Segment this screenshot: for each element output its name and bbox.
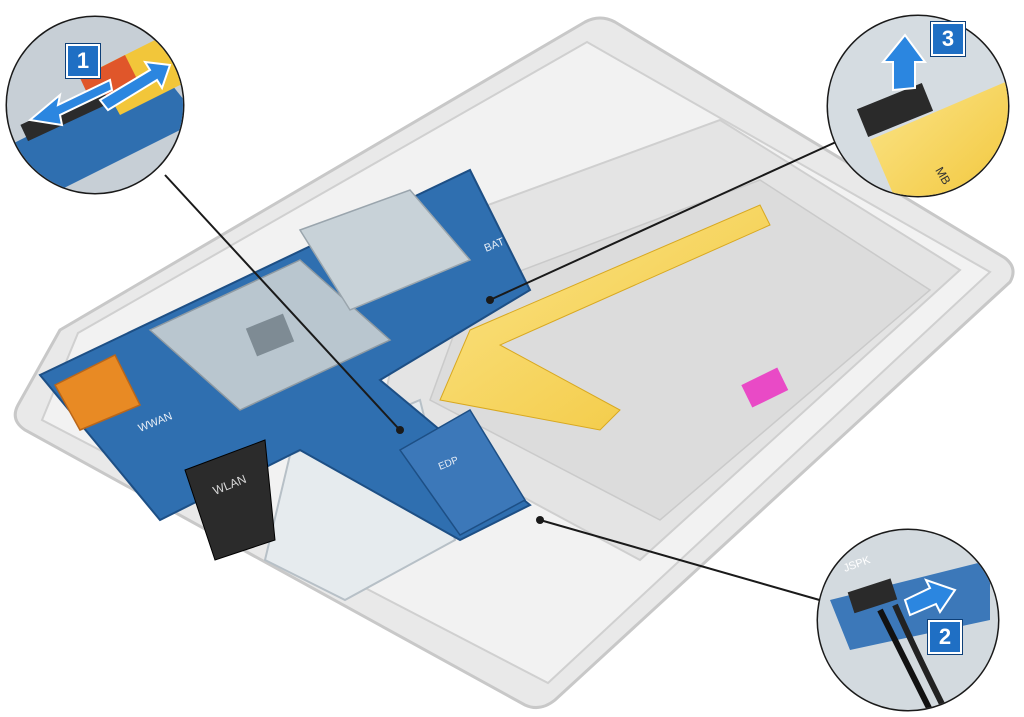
callout-line-1 [164, 174, 399, 429]
speaker-module [184, 439, 276, 561]
step-2-badge: 2 [928, 620, 962, 654]
callout-line-3 [491, 141, 837, 300]
pink-label [741, 367, 789, 408]
comm-shield [298, 189, 472, 311]
callout-zoom-2: JSPK [816, 528, 1000, 712]
edp-board [398, 408, 527, 536]
release-arrows [27, 78, 114, 127]
wwan-antenna-module [53, 353, 142, 431]
callout-line-2 [539, 519, 831, 604]
step-3-badge: 3 [931, 22, 965, 56]
step-1-badge: 1 [66, 44, 100, 78]
callout-zoom-1 [5, 15, 185, 195]
pull-arrow [903, 578, 957, 617]
callout-anchor-1 [396, 426, 404, 434]
yellow-flex-cable [439, 204, 771, 431]
callout-zoom-3: MB [826, 14, 1010, 198]
cpu-die [245, 313, 295, 357]
callout-anchor-3 [486, 296, 494, 304]
lift-arrow [880, 33, 927, 92]
callout-anchor-2 [536, 516, 544, 524]
